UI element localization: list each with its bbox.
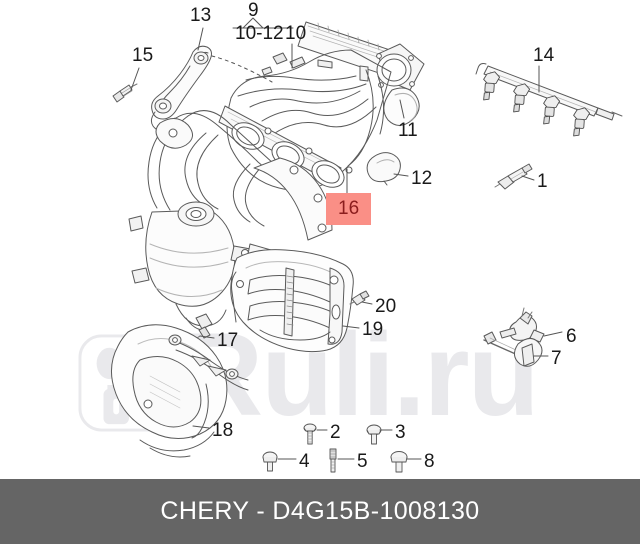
footer-bar: CHERY - D4G15B-1008130 [0, 479, 640, 544]
callout-14: 14 [533, 45, 555, 66]
callout-2: 2 [330, 422, 341, 443]
part-5-stud [329, 448, 337, 473]
part-2-stud-bolt [303, 423, 317, 445]
part-12-cover-plate [366, 152, 401, 186]
part-4-flange-bolt [262, 451, 278, 472]
part-16-exhaust-manifold [128, 110, 333, 331]
callout-15: 15 [132, 45, 154, 66]
callout-1: 1 [537, 171, 548, 192]
fastener-row [262, 423, 408, 473]
part-3-bolt [366, 424, 382, 445]
callout-19: 19 [362, 319, 384, 340]
callout-5: 5 [357, 451, 368, 472]
part-17-oxygen-sensor [193, 313, 213, 341]
part-19-upper-heat-shield [230, 249, 354, 353]
callout-8: 8 [424, 451, 435, 472]
parts-line-drawing [111, 17, 623, 473]
callout-9: 9 [248, 0, 259, 21]
callout-18: 18 [212, 420, 234, 441]
callout-4: 4 [299, 451, 310, 472]
callout-3: 3 [395, 422, 406, 443]
callout-6: 6 [566, 326, 577, 347]
callout-13: 13 [190, 5, 212, 26]
part-15-bolt [112, 83, 138, 103]
callout-16-highlighted[interactable]: 16 [326, 193, 372, 225]
part-8-flange-bolt-large [390, 451, 408, 473]
callout-11: 11 [398, 120, 418, 141]
callout-7: 7 [551, 348, 562, 369]
callout-17: 17 [217, 330, 239, 351]
part-7-dipstick-bracket [483, 331, 543, 367]
callout-10-12: 10-12 [235, 23, 284, 44]
part-caption: CHERY - D4G15B-1008130 [160, 497, 480, 525]
callout-12: 12 [411, 168, 433, 189]
leader-lines [130, 17, 563, 460]
callout-10: 10 [285, 23, 307, 44]
part-1-injector [494, 163, 533, 190]
part-10-intake-manifold [218, 21, 425, 191]
callout-20: 20 [375, 296, 397, 317]
part-20-heat-shield-bolt [349, 290, 370, 306]
part-6-bracket-clamp [499, 307, 545, 343]
part-13-support-bracket [150, 45, 212, 132]
part-14-fuel-rail [475, 63, 623, 139]
